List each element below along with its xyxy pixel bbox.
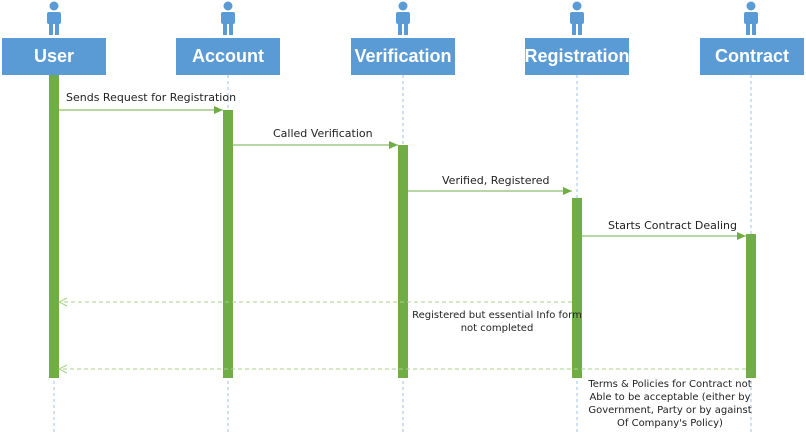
message-label-4: Starts Contract Dealing <box>608 219 737 232</box>
person-icon <box>744 1 758 35</box>
activation-user <box>49 75 59 378</box>
note-line: Registered but essential Info form <box>412 310 582 321</box>
note-line: not completed <box>460 323 534 334</box>
activation-account <box>223 110 233 378</box>
participant-account: Account <box>176 38 280 75</box>
participant-verification: Verification <box>351 38 455 75</box>
activation-contract <box>746 234 756 378</box>
participant-contract: Contract <box>700 38 804 75</box>
participant-registration: Registration <box>525 38 630 75</box>
message-label-1: Sends Request for Registration <box>66 91 237 104</box>
participant-user: User <box>2 38 106 75</box>
person-icon <box>221 1 235 35</box>
note-line: Terms & Policies for Contract not <box>588 379 752 390</box>
activation-verification <box>398 145 408 378</box>
note-line: Of Company's Policy) <box>617 418 723 429</box>
message-label-2: Called Verification <box>273 127 373 140</box>
person-icon <box>396 1 410 35</box>
person-icon <box>47 1 61 35</box>
note-line: Government, Party or by against <box>588 405 752 416</box>
message-label-3: Verified, Registered <box>442 174 550 187</box>
return-note-registration: Registered but essential Info form not c… <box>404 309 590 335</box>
activation-registration <box>572 198 582 378</box>
person-icon <box>570 1 584 35</box>
note-line: Able to be acceptable (either by <box>589 392 751 403</box>
return-note-contract: Terms & Policies for Contract not Able t… <box>570 378 770 430</box>
